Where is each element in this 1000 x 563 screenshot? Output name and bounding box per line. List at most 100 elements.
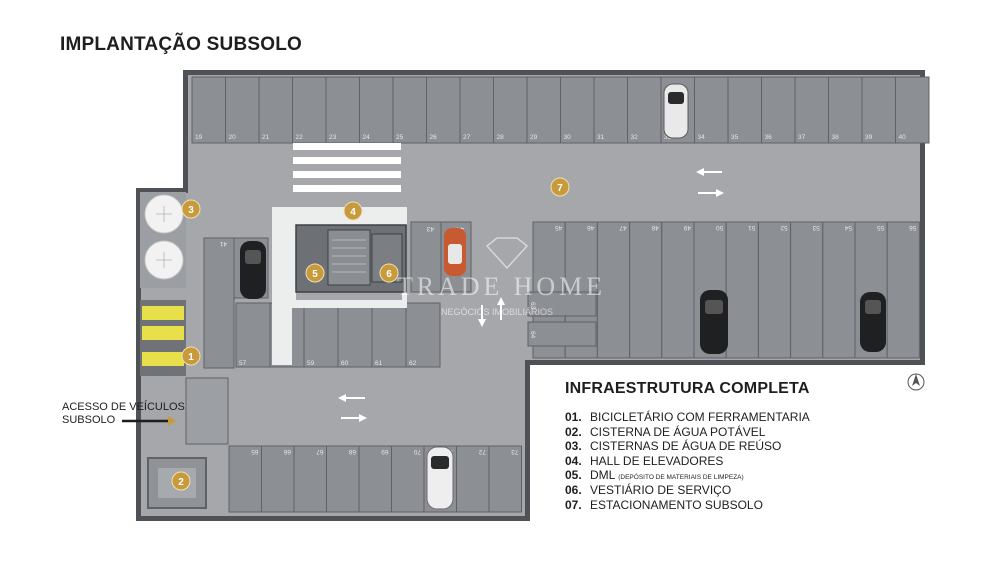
stall-number: 50 xyxy=(716,224,724,231)
parking-stall xyxy=(488,445,522,513)
bike-storage xyxy=(140,300,186,376)
stall-number: 56 xyxy=(909,224,917,231)
legend-item: 05.DML (DEPÓSITO DE MATERIAIS DE LIMPEZA… xyxy=(565,468,744,483)
parking-stall xyxy=(261,445,295,513)
cistern-left-area xyxy=(140,192,186,288)
stall-number: 70 xyxy=(413,448,421,455)
badge-6: 6 xyxy=(379,263,399,283)
parking-stall xyxy=(526,76,561,144)
north-arrow-icon xyxy=(907,373,925,391)
parking-stall xyxy=(694,76,729,144)
parking-stall xyxy=(596,221,631,359)
parking-stall xyxy=(560,76,595,144)
svg-text:2: 2 xyxy=(178,477,184,488)
stall-number: 34 xyxy=(698,134,706,141)
stall-63-label: 63 xyxy=(529,302,536,310)
stall-number: 35 xyxy=(731,134,739,141)
stall-number: 37 xyxy=(798,134,806,141)
stall-43-label: 43 xyxy=(426,225,434,232)
stall-number: 27 xyxy=(463,134,471,141)
parking-stall xyxy=(371,302,407,368)
parking-stall xyxy=(405,302,441,368)
svg-text:3: 3 xyxy=(188,205,194,216)
stall-row-center: 575859606162 xyxy=(235,302,441,368)
stall-number: 31 xyxy=(597,134,605,141)
parking-stall xyxy=(235,302,271,368)
legend-item: 03.CISTERNAS DE ÁGUA DE REÚSO xyxy=(565,439,782,454)
svg-text:4: 4 xyxy=(350,207,356,218)
stall-64 xyxy=(527,321,597,347)
stall-number: 29 xyxy=(530,134,538,141)
stall-number: 24 xyxy=(363,134,371,141)
stall-number: 72 xyxy=(478,448,486,455)
stall-number: 28 xyxy=(497,134,505,141)
legend-item: 07.ESTACIONAMENTO SUBSOLO xyxy=(565,497,763,512)
stall-number: 36 xyxy=(765,134,773,141)
stall-number: 68 xyxy=(348,448,356,455)
parking-stall xyxy=(828,76,863,144)
stall-number: 19 xyxy=(195,134,203,141)
legend-item: 02.CISTERNA DE ÁGUA POTÁVEL xyxy=(565,424,766,439)
stall-64-label: 64 xyxy=(529,331,536,339)
legend-title: INFRAESTRUTURA COMPLETA xyxy=(565,380,810,397)
parking-stall xyxy=(459,76,494,144)
badge-4: 4 xyxy=(343,201,363,221)
stall-number: 30 xyxy=(564,134,572,141)
stall-number: 45 xyxy=(555,224,563,231)
parking-stall xyxy=(629,221,663,359)
parking-stall xyxy=(790,221,824,359)
watermark-sub: NEGÓCIOS IMOBILIÁRIOS xyxy=(441,307,553,317)
stall-number: 59 xyxy=(307,360,315,367)
stall-number: 53 xyxy=(812,224,820,231)
stall-number: 67 xyxy=(316,448,324,455)
parking-stall xyxy=(225,76,260,144)
svg-text:7: 7 xyxy=(557,183,563,194)
stall-number: 26 xyxy=(430,134,438,141)
stall-41-label: 41 xyxy=(219,240,227,247)
stall-number: 57 xyxy=(239,360,247,367)
parking-stall xyxy=(794,76,829,144)
legend-item: 01.BICICLETÁRIO COM FERRAMENTARIA xyxy=(565,410,810,424)
badge-5: 5 xyxy=(305,263,325,283)
badge-7: 7 xyxy=(550,177,570,197)
stall-number: 21 xyxy=(262,134,270,141)
stall-number: 65 xyxy=(251,448,259,455)
parking-stall xyxy=(895,76,930,144)
stall-number: 25 xyxy=(396,134,404,141)
parking-stall xyxy=(593,76,628,144)
stall-41 xyxy=(203,237,235,369)
stall-43 xyxy=(410,221,442,293)
legend-item: 04.HALL DE ELEVADORES xyxy=(565,453,724,468)
stall-number: 20 xyxy=(229,134,237,141)
stall-number: 60 xyxy=(341,360,349,367)
stall-number: 49 xyxy=(683,224,691,231)
stall-number: 69 xyxy=(381,448,389,455)
stall-number: 52 xyxy=(780,224,788,231)
parking-stall xyxy=(822,221,856,359)
stairs xyxy=(332,239,366,273)
stall-number: 39 xyxy=(865,134,873,141)
svg-text:1: 1 xyxy=(188,352,194,363)
parking-stall xyxy=(761,76,796,144)
stall-number: 54 xyxy=(844,224,852,231)
badge-1: 1 xyxy=(181,346,201,366)
stall-number: 23 xyxy=(329,134,337,141)
parking-stall xyxy=(456,445,490,513)
stall-number: 61 xyxy=(375,360,383,367)
parking-stall xyxy=(661,221,695,359)
stall-number: 32 xyxy=(631,134,639,141)
parking-stall xyxy=(392,76,427,144)
badge-3: 3 xyxy=(181,199,201,219)
stall-number: 38 xyxy=(832,134,840,141)
stall-number: 33 xyxy=(664,134,672,141)
car xyxy=(240,83,886,510)
parking-stall xyxy=(325,76,360,144)
parking-stall xyxy=(426,76,461,144)
stall-number: 66 xyxy=(283,448,291,455)
stall-number: 62 xyxy=(409,360,417,367)
parking-stall xyxy=(358,445,392,513)
page-title: IMPLANTAÇÃO SUBSOLO xyxy=(60,34,302,55)
stall-63 xyxy=(527,291,597,317)
access-ramp xyxy=(185,377,229,445)
